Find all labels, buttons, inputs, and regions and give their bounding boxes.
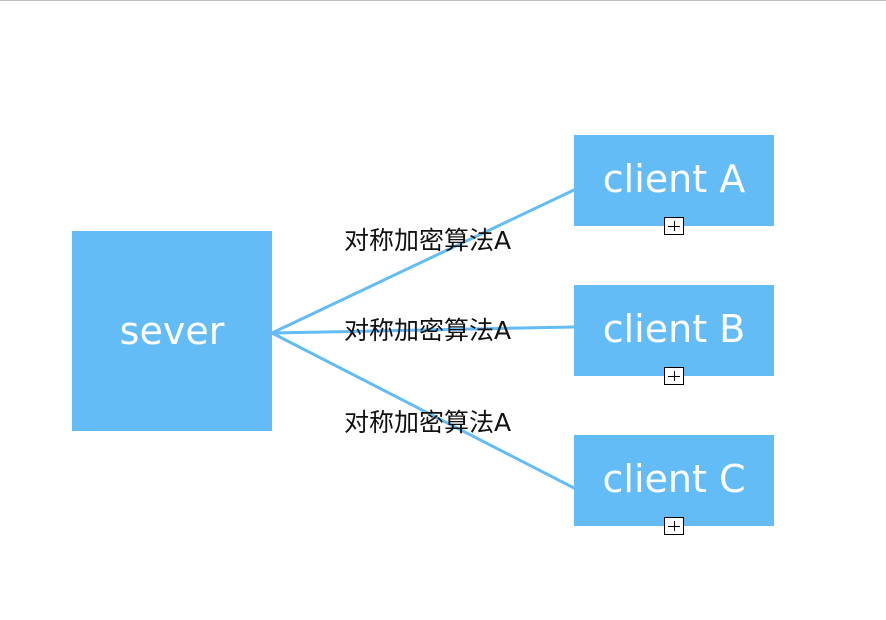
edge-label-client-a: 对称加密算法A [344,226,512,255]
client-b-label: client B [602,306,746,351]
server-node[interactable]: sever [72,231,272,431]
window-top-border [0,0,886,1]
expand-plus-icon[interactable] [664,217,684,235]
client-b-node[interactable]: client B [574,285,774,385]
server-node-label: sever [119,309,225,353]
expand-plus-icon[interactable] [664,367,684,385]
client-a-node[interactable]: client A [574,135,774,235]
edge-server-client-c [270,331,576,490]
edge-label-client-c: 对称加密算法A [344,408,512,437]
edge-server-client-b [270,325,576,335]
edge-server-client-a [270,188,576,335]
expand-plus-icon[interactable] [664,517,684,535]
client-c-node[interactable]: client C [574,435,774,535]
client-c-label: client C [602,456,746,501]
client-a-label: client A [602,156,746,201]
edge-label-client-b: 对称加密算法A [344,316,512,345]
